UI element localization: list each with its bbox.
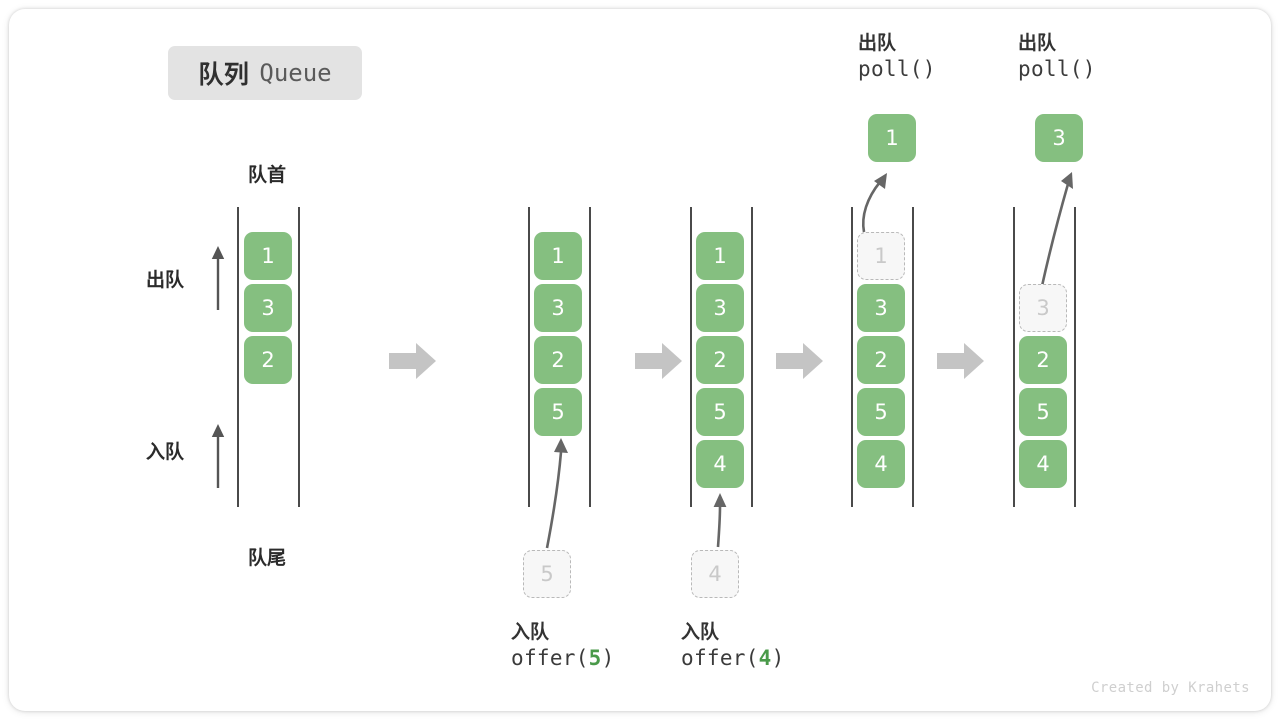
queue-cell: 2 <box>857 336 905 384</box>
operation-cn-poll-1: 出队 <box>858 33 897 54</box>
step-arrow-icon <box>389 343 436 379</box>
code-suffix: ) <box>771 646 785 671</box>
dequeue-curve-arrow-3-icon <box>1040 172 1073 287</box>
operation-label-offer-5: 入队 offer(5) <box>511 621 615 672</box>
operation-cn-offer-4: 入队 <box>681 622 720 643</box>
operation-label-poll-3: 出队 poll() <box>1018 32 1096 83</box>
diagram-card: 队列 Queue 队首 队尾 出队 入队 1 3 2 1 3 <box>9 9 1271 711</box>
queue-cell: 3 <box>696 284 744 332</box>
operation-cn-poll-3: 出队 <box>1018 33 1057 54</box>
operation-cn-offer-5: 入队 <box>511 622 550 643</box>
queue-cell: 4 <box>857 440 905 488</box>
step-arrow-icon <box>937 343 984 379</box>
dequeue-curve-arrow-1-icon <box>861 173 887 233</box>
label-dequeue: 出队 <box>146 270 185 291</box>
queue-rail-left-3 <box>690 207 692 507</box>
code-prefix: offer( <box>511 646 589 671</box>
enqueue-curve-arrow-5-icon <box>545 438 568 549</box>
diagram-stage: 队列 Queue 队首 队尾 出队 入队 1 3 2 1 3 <box>9 9 1271 711</box>
queue-rail-right-5 <box>1074 207 1076 507</box>
queue-cell: 5 <box>534 388 582 436</box>
title-en: Queue <box>259 59 332 87</box>
operation-code-offer-5: offer(5) <box>511 645 615 672</box>
label-enqueue: 入队 <box>146 442 185 463</box>
queue-cell: 3 <box>534 284 582 332</box>
step-arrow-icon <box>776 343 823 379</box>
title-badge: 队列 Queue <box>168 46 362 100</box>
operation-code-poll-3: poll() <box>1018 57 1096 82</box>
queue-cell: 3 <box>857 284 905 332</box>
queue-cell: 2 <box>244 336 292 384</box>
queue-rail-left-5 <box>1013 207 1015 507</box>
operation-code-offer-4: offer(4) <box>681 645 785 672</box>
queue-cell: 5 <box>1019 388 1067 436</box>
queue-cell: 1 <box>534 232 582 280</box>
code-prefix: offer( <box>681 646 759 671</box>
ghost-cell-offer-5: 5 <box>523 550 571 598</box>
queue-cell: 2 <box>1019 336 1067 384</box>
queue-cell: 2 <box>534 336 582 384</box>
enqueue-curve-arrow-4-icon <box>713 493 727 548</box>
queue-cell: 3 <box>244 284 292 332</box>
queue-cell: 5 <box>696 388 744 436</box>
queue-cell: 1 <box>244 232 292 280</box>
code-arg: 5 <box>588 646 602 671</box>
ghost-cell-polled-3: 3 <box>1019 284 1067 332</box>
queue-cell: 4 <box>696 440 744 488</box>
label-front: 队首 <box>247 165 286 186</box>
queue-rail-right-2 <box>589 207 591 507</box>
ghost-cell-offer-4: 4 <box>691 550 739 598</box>
title-cn: 队列 <box>198 61 250 89</box>
enqueue-up-arrow-icon <box>211 424 225 488</box>
dequeue-up-arrow-icon <box>211 246 225 310</box>
code-arg: 4 <box>758 646 772 671</box>
operation-label-poll-1: 出队 poll() <box>858 32 936 83</box>
queue-rail-left-4 <box>851 207 853 507</box>
operation-label-offer-4: 入队 offer(4) <box>681 621 785 672</box>
step-arrow-icon <box>635 343 682 379</box>
queue-cell: 5 <box>857 388 905 436</box>
code-suffix: ) <box>601 646 615 671</box>
polled-cell-3: 3 <box>1035 114 1083 162</box>
queue-rail-right-3 <box>751 207 753 507</box>
polled-cell-1: 1 <box>868 114 916 162</box>
operation-code-poll-1: poll() <box>858 57 936 82</box>
label-rear: 队尾 <box>247 548 286 569</box>
queue-rail-left-2 <box>528 207 530 507</box>
queue-rail-right-4 <box>912 207 914 507</box>
queue-rail-right-1 <box>298 207 300 507</box>
watermark: Created by Krahets <box>1091 680 1250 696</box>
queue-cell: 2 <box>696 336 744 384</box>
ghost-cell-polled-1: 1 <box>857 232 905 280</box>
queue-cell: 4 <box>1019 440 1067 488</box>
queue-rail-left-1 <box>237 207 239 507</box>
queue-cell: 1 <box>696 232 744 280</box>
